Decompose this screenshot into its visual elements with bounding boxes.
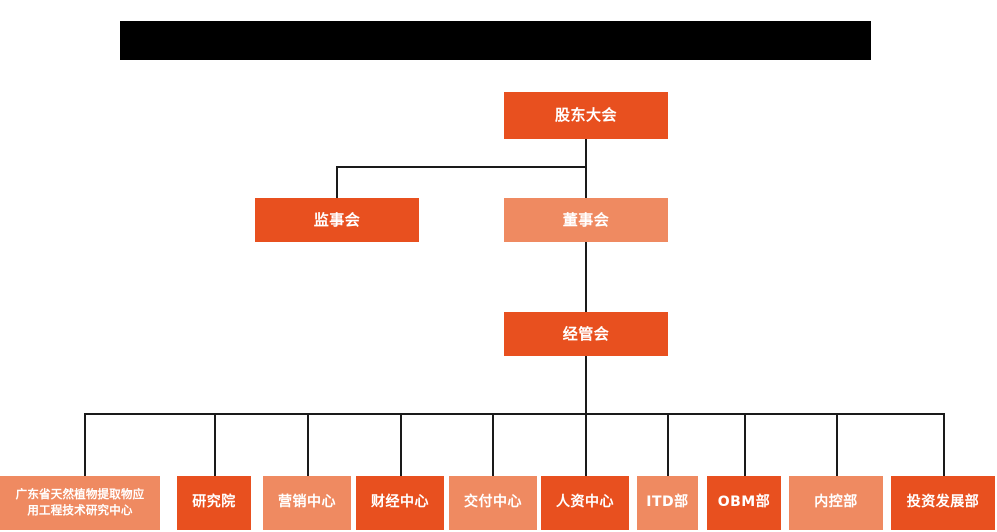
connector-drop-9 <box>836 413 838 476</box>
connector-row4-bus <box>85 413 944 415</box>
node-internal-control-department[interactable]: 内控部 <box>789 476 883 530</box>
connector-drop-3 <box>307 413 309 476</box>
redacted-title-bar <box>120 21 871 60</box>
node-label: 交付中心 <box>464 494 522 511</box>
node-label: 投资发展部 <box>906 494 980 511</box>
node-marketing-center[interactable]: 营销中心 <box>263 476 351 530</box>
node-label: 广东省天然植物提取物应 用工程技术研究中心 <box>15 487 145 517</box>
node-label: 经管会 <box>562 324 610 343</box>
connector-drop-1 <box>84 413 86 476</box>
connector-drop-8 <box>744 413 746 476</box>
node-label: 股东大会 <box>554 106 617 125</box>
node-shareholders-meeting[interactable]: 股东大会 <box>504 92 668 139</box>
connector-drop-7 <box>667 413 669 476</box>
node-label: 内控部 <box>814 494 858 511</box>
node-guangdong-research-center[interactable]: 广东省天然植物提取物应 用工程技术研究中心 <box>0 476 160 530</box>
connector-drop-6 <box>585 413 587 476</box>
node-finance-center[interactable]: 财经中心 <box>356 476 444 530</box>
node-investment-development-department[interactable]: 投资发展部 <box>891 476 995 530</box>
connector-directors-to-management <box>585 241 587 313</box>
connector-drop-5 <box>492 413 494 476</box>
connector-drop-10 <box>943 413 945 476</box>
connector-drop-2 <box>214 413 216 476</box>
node-delivery-center[interactable]: 交付中心 <box>449 476 537 530</box>
node-label: 人资中心 <box>556 494 614 511</box>
node-hr-center[interactable]: 人资中心 <box>541 476 629 530</box>
node-label: 监事会 <box>313 210 361 229</box>
node-board-of-supervisors[interactable]: 监事会 <box>255 198 419 242</box>
node-board-of-directors[interactable]: 董事会 <box>504 198 668 242</box>
node-itd-department[interactable]: ITD部 <box>637 476 698 530</box>
node-label: 财经中心 <box>371 494 429 511</box>
connector-l1-down <box>585 139 587 168</box>
connector-row2-bus <box>336 166 587 168</box>
node-label: 董事会 <box>562 210 610 229</box>
node-research-institute[interactable]: 研究院 <box>177 476 251 530</box>
node-label: 营销中心 <box>278 494 336 511</box>
connector-drop-4 <box>400 413 402 476</box>
node-obm-department[interactable]: OBM部 <box>707 476 781 530</box>
connector-management-down <box>585 356 587 414</box>
connector-directors-down <box>585 166 587 198</box>
node-label: ITD部 <box>646 494 689 511</box>
node-label: OBM部 <box>717 494 771 511</box>
connector-supervisors-down <box>336 166 338 198</box>
node-management-committee[interactable]: 经管会 <box>504 312 668 356</box>
node-label: 研究院 <box>192 494 236 511</box>
